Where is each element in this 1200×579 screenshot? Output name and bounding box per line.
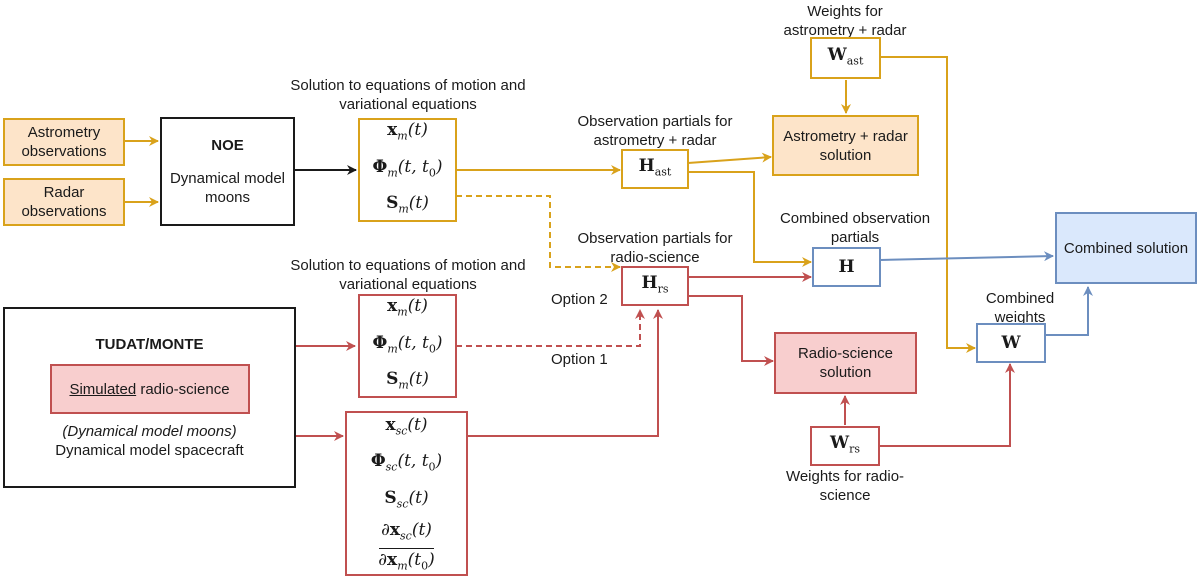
caption-line1: Observation partials for [577, 230, 733, 247]
astrometry-radar-solution-box: Astrometry + radar solution [772, 115, 919, 176]
h-ast-symbol: Hast [638, 155, 672, 179]
arrow-w-to-combined [1045, 286, 1093, 336]
caption-line2: partials [830, 229, 880, 246]
noe-title: NOE [211, 137, 244, 154]
option1-label: Option 1 [551, 351, 608, 368]
astrometry-label-line1: Astrometry [27, 124, 101, 141]
simulated-radio-science-box: Simulated radio-science [49, 364, 250, 414]
hast-caption: Observation partials for astrometry + ra… [570, 112, 740, 150]
arrow-hast-to-h [688, 171, 812, 267]
caption-line2: variational equations [339, 96, 477, 113]
h-rs-box: Hrs [621, 266, 689, 306]
solution-line1: Radio-science [797, 345, 894, 362]
tudat-line2: Dynamical model spacecraft [55, 442, 244, 459]
caption-line1: Solution to equations of motion and [290, 257, 526, 274]
simulated-radio-science-label: Simulated radio-science [69, 380, 230, 398]
caption-line2: radio-science [610, 249, 700, 266]
caption-line1: Weights for [807, 3, 883, 20]
option2-label: Option 2 [551, 291, 608, 308]
term-s-m: Sm(t) [386, 369, 429, 392]
h-combined-box: H [812, 247, 881, 287]
noe-subtitle-line2: moons [204, 189, 251, 206]
caption-line2: variational equations [339, 276, 477, 293]
solution-line2: solution [819, 146, 872, 164]
radar-observations-box: Radar observations [3, 178, 125, 226]
term-s-sc: Ssc(t) [384, 487, 429, 511]
solution-line2: solution [819, 364, 872, 381]
noe-box: NOE Dynamical model moons [160, 117, 295, 226]
solution-line1: Astrometry + radar [783, 127, 908, 145]
caption-line2: weights [994, 309, 1046, 326]
term-phi-m: Φm(t, t0) [372, 156, 443, 180]
caption-line1: Combined observation [779, 210, 931, 227]
caption-line2: science [819, 487, 871, 504]
arrow-option2 [456, 195, 621, 272]
term-phi-sc: Φsc(t, t0) [370, 451, 443, 474]
h-combined-caption: Combined observation partials [770, 209, 940, 247]
radar-label-line1: Radar [43, 184, 85, 201]
fraction-numerator: ∂xsc(t) [379, 519, 434, 549]
noe-solution-caption: Solution to equations of motion and vari… [268, 76, 548, 114]
w-rs-box: Wrs [810, 426, 880, 466]
radio-science-solution-box: Radio-science solution [774, 332, 917, 394]
tudat-moon-solution-box: xm(t) Φm(t, t0) Sm(t) [358, 294, 457, 398]
tudat-monte-box: TUDAT/MONTE Simulated radio-science (Dyn… [3, 307, 296, 488]
caption-line1: Observation partials for [577, 113, 733, 130]
noe-solution-box: xm(t) Φm(t, t0) Sm(t) [358, 118, 457, 222]
h-ast-box: Hast [621, 149, 689, 189]
tudat-italic-line: (Dynamical model moons) [62, 423, 237, 440]
caption-line2: astrometry + radar [593, 132, 717, 149]
h-combined-symbol: H [838, 257, 855, 277]
w-rs-symbol: Wrs [830, 432, 860, 456]
spacecraft-solution-box: xsc(t) Φsc(t, t0) Ssc(t) ∂xsc(t) ∂xm(t0) [345, 411, 468, 576]
w-ast-box: Wast [810, 37, 881, 79]
fraction-denominator: ∂xm(t0) [378, 549, 435, 572]
term-s-m: Sm(t) [386, 193, 429, 216]
caption-line1: Combined [985, 290, 1055, 307]
arrow-hrs-to-rssolution [688, 295, 774, 366]
arrow-scsol-to-hrs [467, 309, 663, 437]
tudat-solution-caption: Solution to equations of motion and vari… [268, 256, 548, 294]
tudat-title: TUDAT/MONTE [95, 336, 204, 353]
caption-line2: astrometry + radar [783, 22, 907, 39]
combined-solution-box: Combined solution [1055, 212, 1197, 284]
w-combined-caption: Combined weights [960, 289, 1080, 327]
term-x-m: xm(t) [387, 296, 428, 319]
caption-line1: Solution to equations of motion and [290, 77, 526, 94]
wrs-caption: Weights for radio- science [770, 467, 920, 505]
term-x-m: xm(t) [387, 120, 428, 143]
term-phi-m: Φm(t, t0) [372, 332, 443, 356]
combined-solution-label: Combined solution [1063, 239, 1189, 257]
arrow-wast-to-w [880, 56, 976, 353]
arrow-option1 [456, 309, 645, 347]
w-combined-box: W [976, 323, 1046, 363]
arrow-wrs-to-w [880, 363, 1015, 447]
term-x-sc: xsc(t) [385, 415, 428, 438]
w-ast-symbol: Wast [827, 44, 864, 68]
noe-subtitle-line1: Dynamical model [169, 170, 286, 187]
caption-line1: Weights for radio- [785, 468, 905, 485]
arrow-h-to-combined [879, 251, 1054, 262]
arrow-hast-to-astsolution [687, 152, 772, 164]
w-combined-symbol: W [1001, 333, 1021, 353]
astrometry-observations-box: Astrometry observations [3, 118, 125, 166]
astrometry-label-line2: observations [21, 143, 107, 160]
term-partial-derivative: ∂xsc(t) ∂xm(t0) [378, 519, 434, 577]
radar-label-line2: observations [21, 203, 107, 220]
hrs-caption: Observation partials for radio-science [570, 229, 740, 267]
wast-caption: Weights for astrometry + radar [770, 2, 920, 40]
h-rs-symbol: Hrs [641, 272, 669, 296]
